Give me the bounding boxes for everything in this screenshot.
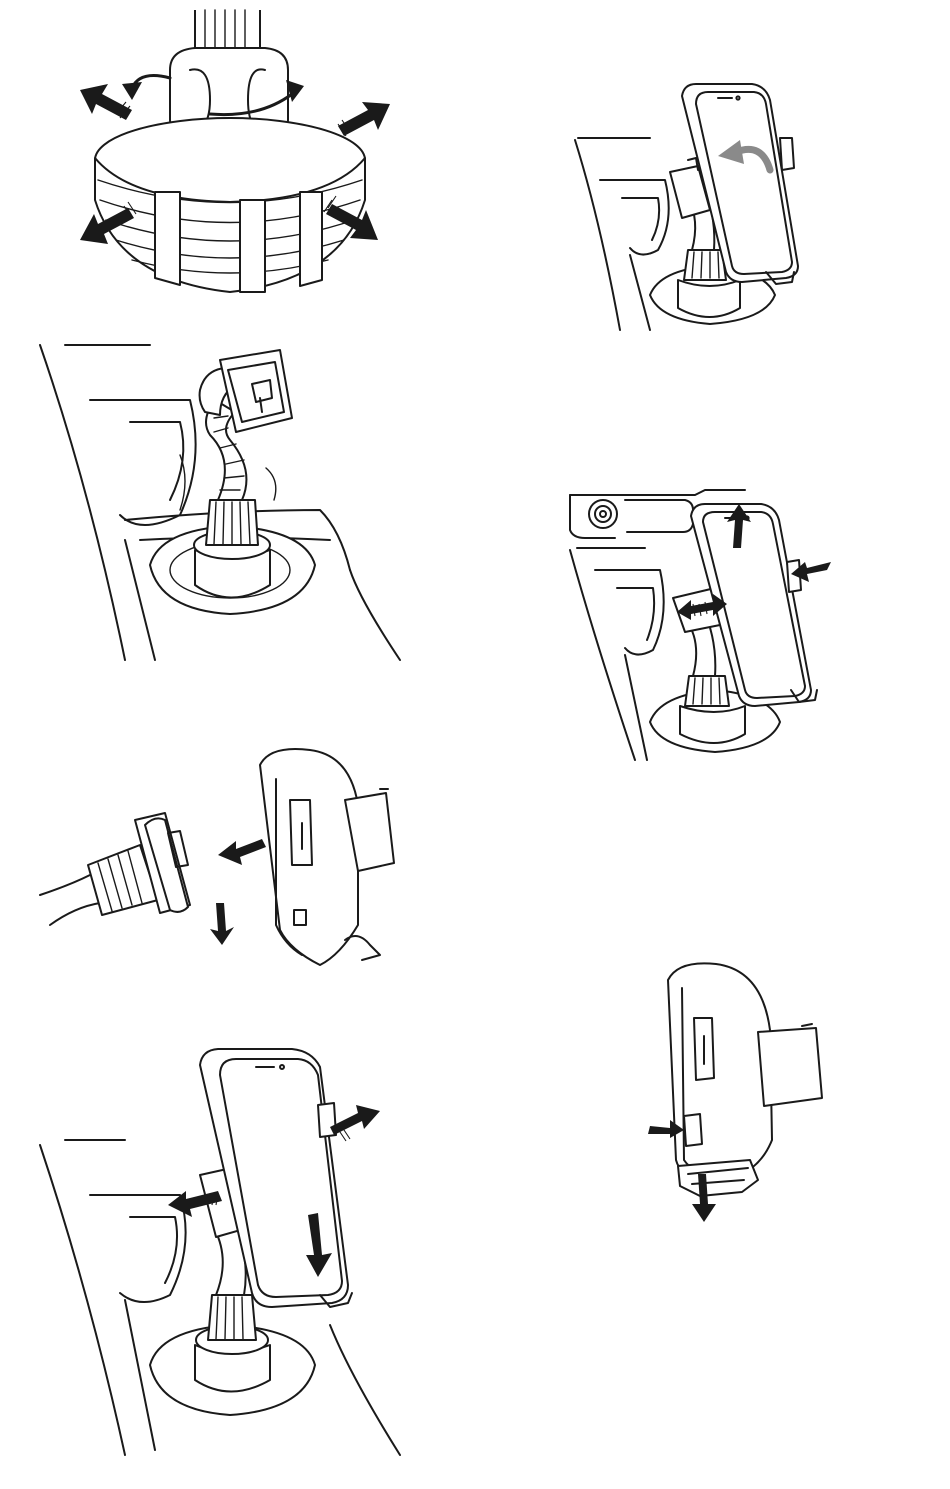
phone-rotate-icon — [570, 80, 810, 335]
step-insert-base-in-cup-holder — [30, 340, 410, 670]
arrow-attach-down-icon — [210, 903, 234, 945]
cradle-attach-icon — [40, 745, 410, 970]
step-insert-phone — [30, 1045, 410, 1465]
expand-arrow-top-right-icon — [338, 102, 390, 136]
arrow-open-right-clamp-icon — [330, 1105, 380, 1141]
step-adjust-cup-base — [60, 10, 400, 300]
step-rotate-phone — [570, 80, 810, 335]
phone-insert-icon — [30, 1045, 410, 1465]
step-attach-cradle — [40, 745, 410, 970]
phone-release-icon — [565, 490, 835, 765]
arrow-attach-left-icon — [218, 839, 266, 865]
gooseneck-mount-icon — [30, 340, 410, 670]
step-release-phone — [565, 490, 835, 765]
expand-arrow-top-left-icon — [80, 84, 132, 120]
cup-holder-base-expand-icon — [60, 10, 400, 300]
step-detach-cradle — [640, 960, 830, 1225]
cradle-detach-icon — [640, 960, 830, 1225]
